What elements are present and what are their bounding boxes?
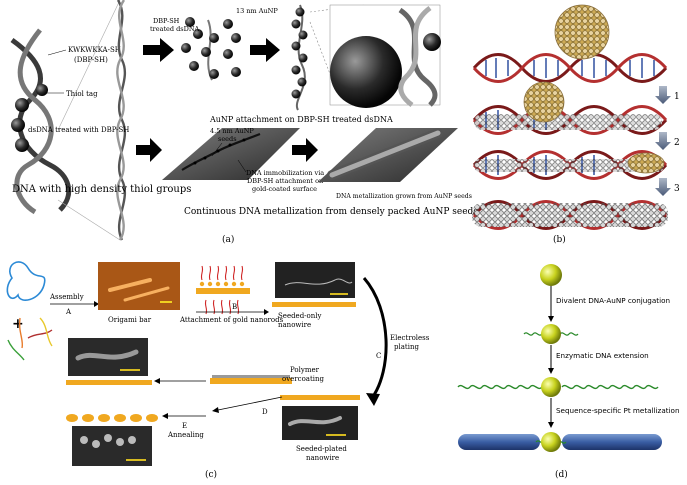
label-d-step1: Divalent DNA-AuNP conjugation	[556, 296, 670, 305]
sem-seeded-only	[272, 262, 356, 307]
label-seeded-only-2: nanowire	[278, 321, 311, 329]
label-dbpsh: (DBP-SH)	[74, 56, 108, 64]
label-step-a: A	[65, 308, 72, 316]
label-13nm: 13 nm AuNP	[236, 7, 278, 15]
label-assembly: Assembly	[49, 293, 84, 301]
staple-strands	[7, 317, 53, 361]
plus-sign: +	[12, 316, 24, 332]
label-polymer-2: overcoating	[282, 375, 325, 383]
label-attach-gold: Attachment of gold nanorods	[179, 316, 284, 324]
plate-metallized	[318, 128, 458, 182]
label-annealing: Annealing	[167, 431, 204, 439]
dna-helix-tall	[116, 0, 127, 241]
label-d-step2: Enzymatic DNA extension	[556, 351, 649, 360]
sem-annealed	[72, 426, 152, 466]
sem-polymer	[66, 338, 152, 385]
label-dbp-treated-2: treated dsDNA	[150, 25, 200, 33]
panel-a: KWKWKKA-SH (DBP-SH) Thiol tag dsDNA trea…	[10, 0, 478, 245]
label-electroless-2: plating	[394, 343, 419, 351]
label-electroless-1: Electroless	[390, 334, 430, 342]
label-d-step3: Sequence-specific Pt metallization	[556, 406, 680, 415]
label-seeded-only-1: Seeded-only	[278, 312, 322, 320]
aunp-d1	[540, 264, 562, 286]
dna-helix-large	[10, 0, 121, 241]
caption-c: (c)	[205, 469, 217, 480]
label-45nm-2: seeds	[218, 135, 237, 143]
helix-b4	[472, 200, 668, 230]
plate-seeded	[162, 128, 300, 180]
label-dsdna-treated: dsDNA treated with DBP-SH	[28, 126, 129, 134]
caption-d: (d)	[555, 469, 568, 480]
aunp-dna-long	[457, 377, 659, 397]
arrow-a1	[143, 38, 174, 62]
label-continuous: Continuous DNA metallization from densel…	[184, 207, 478, 217]
arrow-d	[217, 396, 283, 411]
label-metal-grown: DNA metallization grown from AuNP seeds	[336, 193, 472, 200]
label-45nm-1: 4.5 nm AuNP	[210, 127, 254, 135]
label-step-c: C	[376, 352, 381, 360]
label-step-e: E	[182, 422, 187, 430]
panel-c: + Assembly A Origami bar	[6, 261, 430, 480]
label-step-b: B	[232, 303, 237, 311]
step-b2: 2	[674, 138, 680, 148]
label-attachment: AuNP attachment on DBP-SH treated dsDNA	[209, 115, 393, 124]
annealed-particles	[66, 414, 158, 422]
label-dna-high: DNA with high density thiol groups	[12, 184, 191, 195]
afm-origami-image	[98, 262, 180, 310]
helix-b3	[472, 150, 668, 180]
polymer-bar	[210, 375, 292, 384]
arrow-b1	[655, 86, 671, 104]
label-immob-2: DBP-SH attachment on	[247, 177, 323, 185]
sem-seeded-plated	[280, 395, 360, 440]
zoomed-aunp	[329, 4, 441, 108]
nanorod-bar	[196, 265, 250, 315]
caption-b: (b)	[553, 234, 566, 245]
arrow-a2	[250, 38, 280, 62]
label-thiol: Thiol tag	[66, 90, 98, 98]
scattered-aunp	[181, 17, 241, 81]
label-kwk: KWKWKKA-SH	[68, 46, 121, 54]
label-seeded-plated-1: Seeded-plated	[296, 445, 347, 453]
helix-b2	[472, 81, 668, 135]
aunp-dna-short	[523, 324, 579, 344]
label-polymer-1: Polymer	[290, 366, 320, 374]
arrow-b3	[655, 178, 671, 196]
arrow-a4	[292, 138, 318, 162]
helix-attached-aunp	[291, 4, 308, 111]
panel-b: 1 2 3 (b)	[472, 4, 680, 245]
label-dbp-treated-1: DBP-SH	[153, 17, 180, 25]
step-b3: 3	[674, 184, 680, 194]
caption-a: (a)	[222, 234, 234, 245]
arrow-curve-c	[362, 277, 388, 399]
arrow-b2	[655, 132, 671, 150]
arrow-a3	[136, 138, 162, 162]
panel-d: Divalent DNA-AuNP conjugation Enzymatic …	[457, 264, 680, 480]
helix-b1	[472, 4, 668, 83]
step-b1: 1	[674, 92, 680, 102]
scaffold-strand	[6, 261, 46, 301]
label-seeded-plated-2: nanowire	[306, 454, 339, 462]
label-immob-1: DNA immobilization via	[246, 169, 324, 177]
label-step-d: D	[262, 408, 268, 416]
label-immob-3: gold-coated surface	[252, 185, 317, 193]
pt-nanorods	[458, 432, 662, 452]
label-origami: Origami bar	[108, 316, 152, 324]
